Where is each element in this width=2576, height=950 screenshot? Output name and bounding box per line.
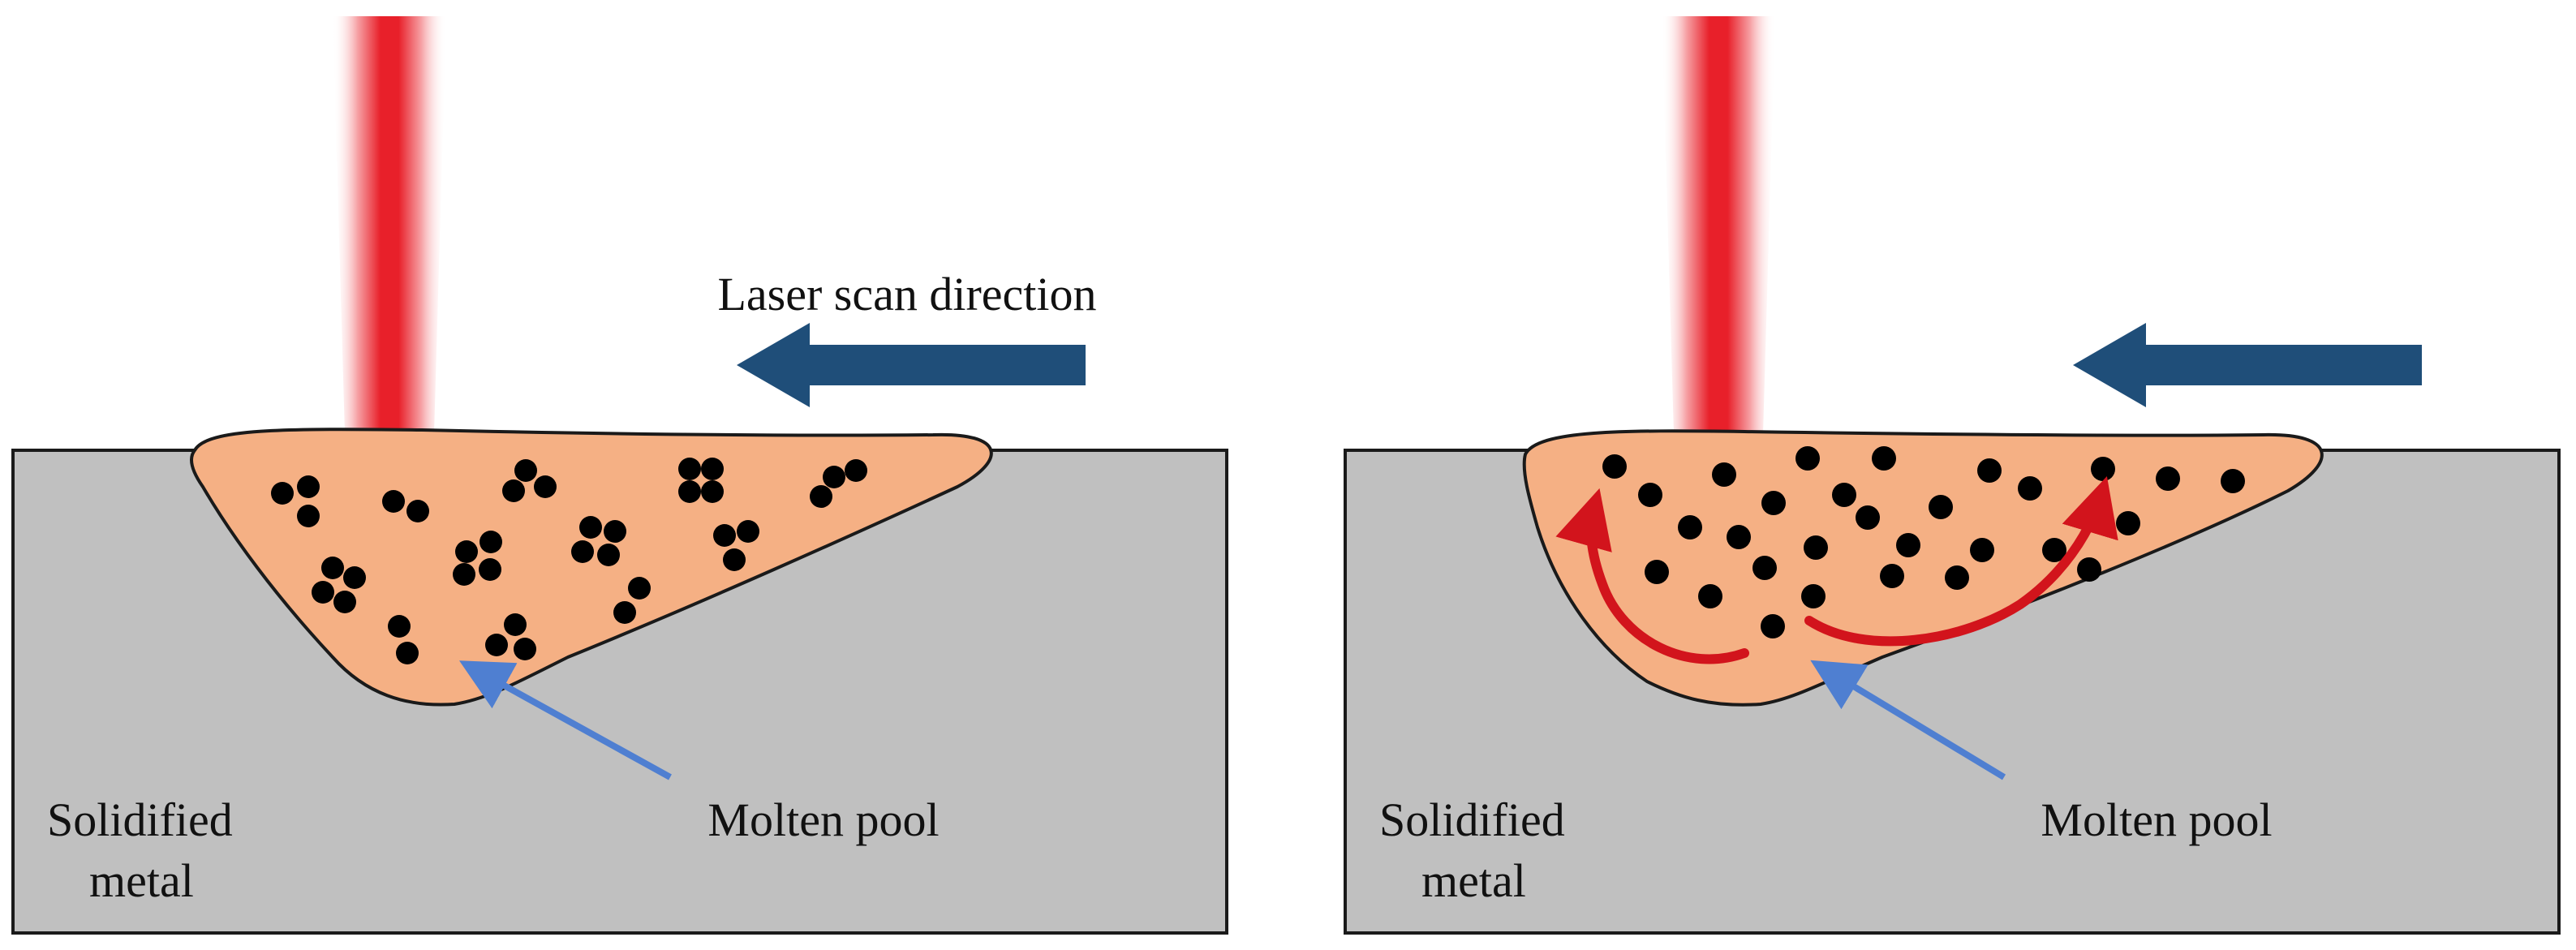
particle-icon <box>1970 538 1994 562</box>
particle-icon <box>1880 564 1904 588</box>
laser-beam-icon <box>333 16 446 434</box>
particle-icon <box>1804 535 1828 560</box>
particle-icon <box>1602 454 1627 479</box>
particle-icon <box>2091 457 2115 481</box>
particle-icon <box>1977 458 2002 483</box>
particle-icon <box>1645 560 1669 584</box>
particle-icon <box>1678 515 1702 539</box>
particle-icon <box>382 490 429 522</box>
particle-icon <box>613 577 651 624</box>
particle-icon <box>1872 446 1896 471</box>
flow-arrow-icon <box>1804 476 2118 647</box>
particle-icon <box>312 557 366 613</box>
left-panel: Laser scan direction Molten pool Solidif… <box>11 16 1228 935</box>
molten-pool-label: Molten pool <box>707 793 939 846</box>
particle-icon <box>2018 476 2042 501</box>
right-panel: Molten pool Solidified metal <box>1344 16 2561 935</box>
particle-icon <box>2077 557 2101 582</box>
particle-icon <box>1856 505 1880 530</box>
particle-clusters <box>271 458 867 664</box>
solidified-label-line1: Solidified <box>47 793 233 846</box>
solidified-label-line1: Solidified <box>1379 793 1565 846</box>
particle-icon <box>271 475 320 527</box>
molten-pool <box>1522 429 2324 707</box>
particle-icon <box>2042 538 2066 562</box>
dispersed-particles <box>1602 446 2245 638</box>
particle-icon <box>2156 466 2180 491</box>
particle-icon <box>1712 462 1736 487</box>
pointer-arrow-icon <box>458 660 672 780</box>
particle-icon <box>1727 525 1751 549</box>
particle-icon <box>1832 483 1856 507</box>
particle-icon <box>1698 584 1722 608</box>
particle-icon <box>713 520 759 571</box>
particle-icon <box>1761 491 1786 515</box>
particle-icon <box>1795 446 1820 471</box>
particle-icon <box>1929 495 1953 519</box>
scan-direction-arrow-icon <box>737 323 1086 407</box>
particle-icon <box>810 459 867 508</box>
particle-icon <box>453 531 502 586</box>
scan-direction-label: Laser scan direction <box>717 268 1096 320</box>
particle-icon <box>388 615 419 664</box>
flow-arrows <box>1555 476 2118 664</box>
molten-pool-label: Molten pool <box>2041 793 2272 846</box>
particle-icon <box>1761 614 1785 638</box>
particle-icon <box>1752 556 1777 580</box>
pointer-arrow-icon <box>1810 660 2006 780</box>
particle-icon <box>1896 533 1920 557</box>
particle-icon <box>571 516 626 566</box>
particle-icon <box>1638 483 1662 507</box>
particle-icon <box>678 458 724 503</box>
solidified-label-line2: metal <box>89 854 194 907</box>
particle-icon <box>1945 565 1969 590</box>
solidified-label-line2: metal <box>1421 854 1526 907</box>
laser-beam-icon <box>1662 16 1775 434</box>
particle-icon <box>2116 511 2140 535</box>
flow-arrow-icon <box>1555 488 1749 664</box>
particle-icon <box>502 459 557 502</box>
particle-icon <box>1801 584 1826 608</box>
scan-direction-arrow-icon <box>2073 323 2422 407</box>
particle-icon <box>2221 469 2245 493</box>
particle-icon <box>485 613 536 660</box>
